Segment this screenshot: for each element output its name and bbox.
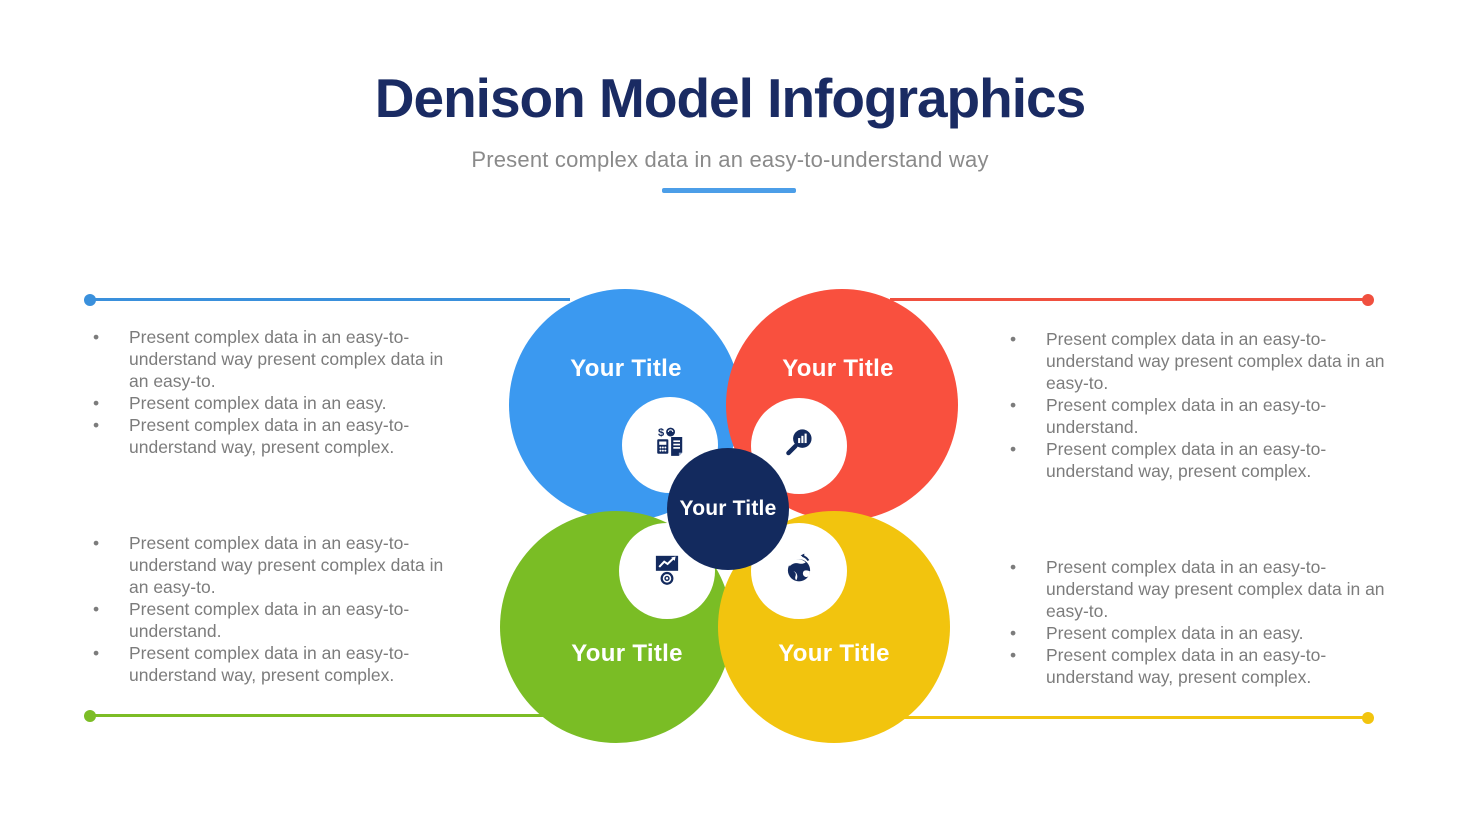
bullet-marker: • <box>1010 439 1017 459</box>
connector-line-bottom-right <box>890 716 1369 719</box>
bullet-text: Present complex data in an easy-to-under… <box>1046 439 1327 481</box>
circle-label-top-left: Your Title <box>570 355 682 382</box>
connector-dot-bottom-right <box>1362 712 1374 724</box>
connector-dot-bottom-left <box>84 710 96 722</box>
list-item: • Present complex data in an easy-to-unde… <box>93 642 465 686</box>
center-circle-label: Your Title <box>679 497 777 520</box>
connector-line-top-left <box>90 298 570 301</box>
bullet-text: Present complex data in an easy-to-under… <box>1046 329 1385 393</box>
text-block-top-left: • Present complex data in an easy-to-unde… <box>93 326 465 458</box>
bullet-text: Present complex data in an easy-to-under… <box>1046 395 1327 437</box>
circle-label-bottom-left: Your Title <box>571 640 683 667</box>
globe-icon <box>787 553 811 582</box>
text-block-top-right: • Present complex data in an easy-to-unde… <box>1010 328 1390 482</box>
list-item: • Present complex data in an easy-to-unde… <box>1010 556 1390 622</box>
bullet-text: Present complex data in an easy. <box>1046 623 1304 643</box>
search-analytics-icon <box>786 429 812 456</box>
bullet-marker: • <box>1010 557 1017 577</box>
bullet-text: Present complex data in an easy-to-under… <box>1046 645 1327 687</box>
bullet-marker: • <box>1010 623 1017 643</box>
bullet-text: Present complex data in an easy-to-under… <box>1046 557 1385 621</box>
bullet-marker: • <box>93 415 100 435</box>
page-subtitle: Present complex data in an easy-to-under… <box>471 147 989 172</box>
title-accent-underline <box>662 188 796 193</box>
list-item: • Present complex data in an easy-to-unde… <box>93 326 465 392</box>
bullet-marker: • <box>93 393 100 413</box>
bullet-text: Present complex data in an easy-to-under… <box>129 415 410 457</box>
list-item: • Present complex data in an easy. <box>93 392 465 414</box>
bullet-text: Present complex data in an easy-to-under… <box>129 643 410 685</box>
connector-line-top-right <box>890 298 1369 301</box>
bullet-text: Present complex data in an easy-to-under… <box>129 327 444 391</box>
list-item: • Present complex data in an easy-to-unde… <box>93 532 465 598</box>
bullet-marker: • <box>93 643 100 663</box>
list-item: • Present complex data in an easy-to-unde… <box>93 414 465 458</box>
center-circle: Your Title <box>667 448 789 570</box>
list-item: • Present complex data in an easy-to-unde… <box>1010 644 1390 688</box>
bullet-text: Present complex data in an easy-to-under… <box>129 599 410 641</box>
circle-label-bottom-right: Your Title <box>778 640 890 667</box>
bullet-marker: • <box>93 533 100 553</box>
page-title: Denison Model Infographics <box>374 67 1086 129</box>
growth-presentation-icon <box>655 555 679 585</box>
bullet-marker: • <box>1010 645 1017 665</box>
connector-dot-top-right <box>1362 294 1374 306</box>
bullet-text: Present complex data in an easy-to-under… <box>129 533 444 597</box>
list-item: • Present complex data in an easy-to-unde… <box>1010 394 1390 438</box>
svg-text:$: $ <box>658 427 665 439</box>
connector-dot-top-left <box>84 294 96 306</box>
connector-line-bottom-left <box>90 714 570 717</box>
text-block-bottom-right: • Present complex data in an easy-to-unde… <box>1010 556 1390 688</box>
circle-label-top-right: Your Title <box>782 355 894 382</box>
text-block-bottom-left: • Present complex data in an easy-to-unde… <box>93 532 465 686</box>
bullet-marker: • <box>93 599 100 619</box>
bullet-text: Present complex data in an easy. <box>129 393 387 413</box>
list-item: • Present complex data in an easy-to-unde… <box>1010 328 1390 394</box>
bullet-marker: • <box>1010 329 1017 349</box>
list-item: • Present complex data in an easy-to-unde… <box>93 598 465 642</box>
bullet-marker: • <box>93 327 100 347</box>
list-item: • Present complex data in an easy-to-unde… <box>1010 438 1390 482</box>
bullet-marker: • <box>1010 395 1017 415</box>
financial-report-icon: $ <box>657 427 683 456</box>
list-item: • Present complex data in an easy. <box>1010 622 1390 644</box>
